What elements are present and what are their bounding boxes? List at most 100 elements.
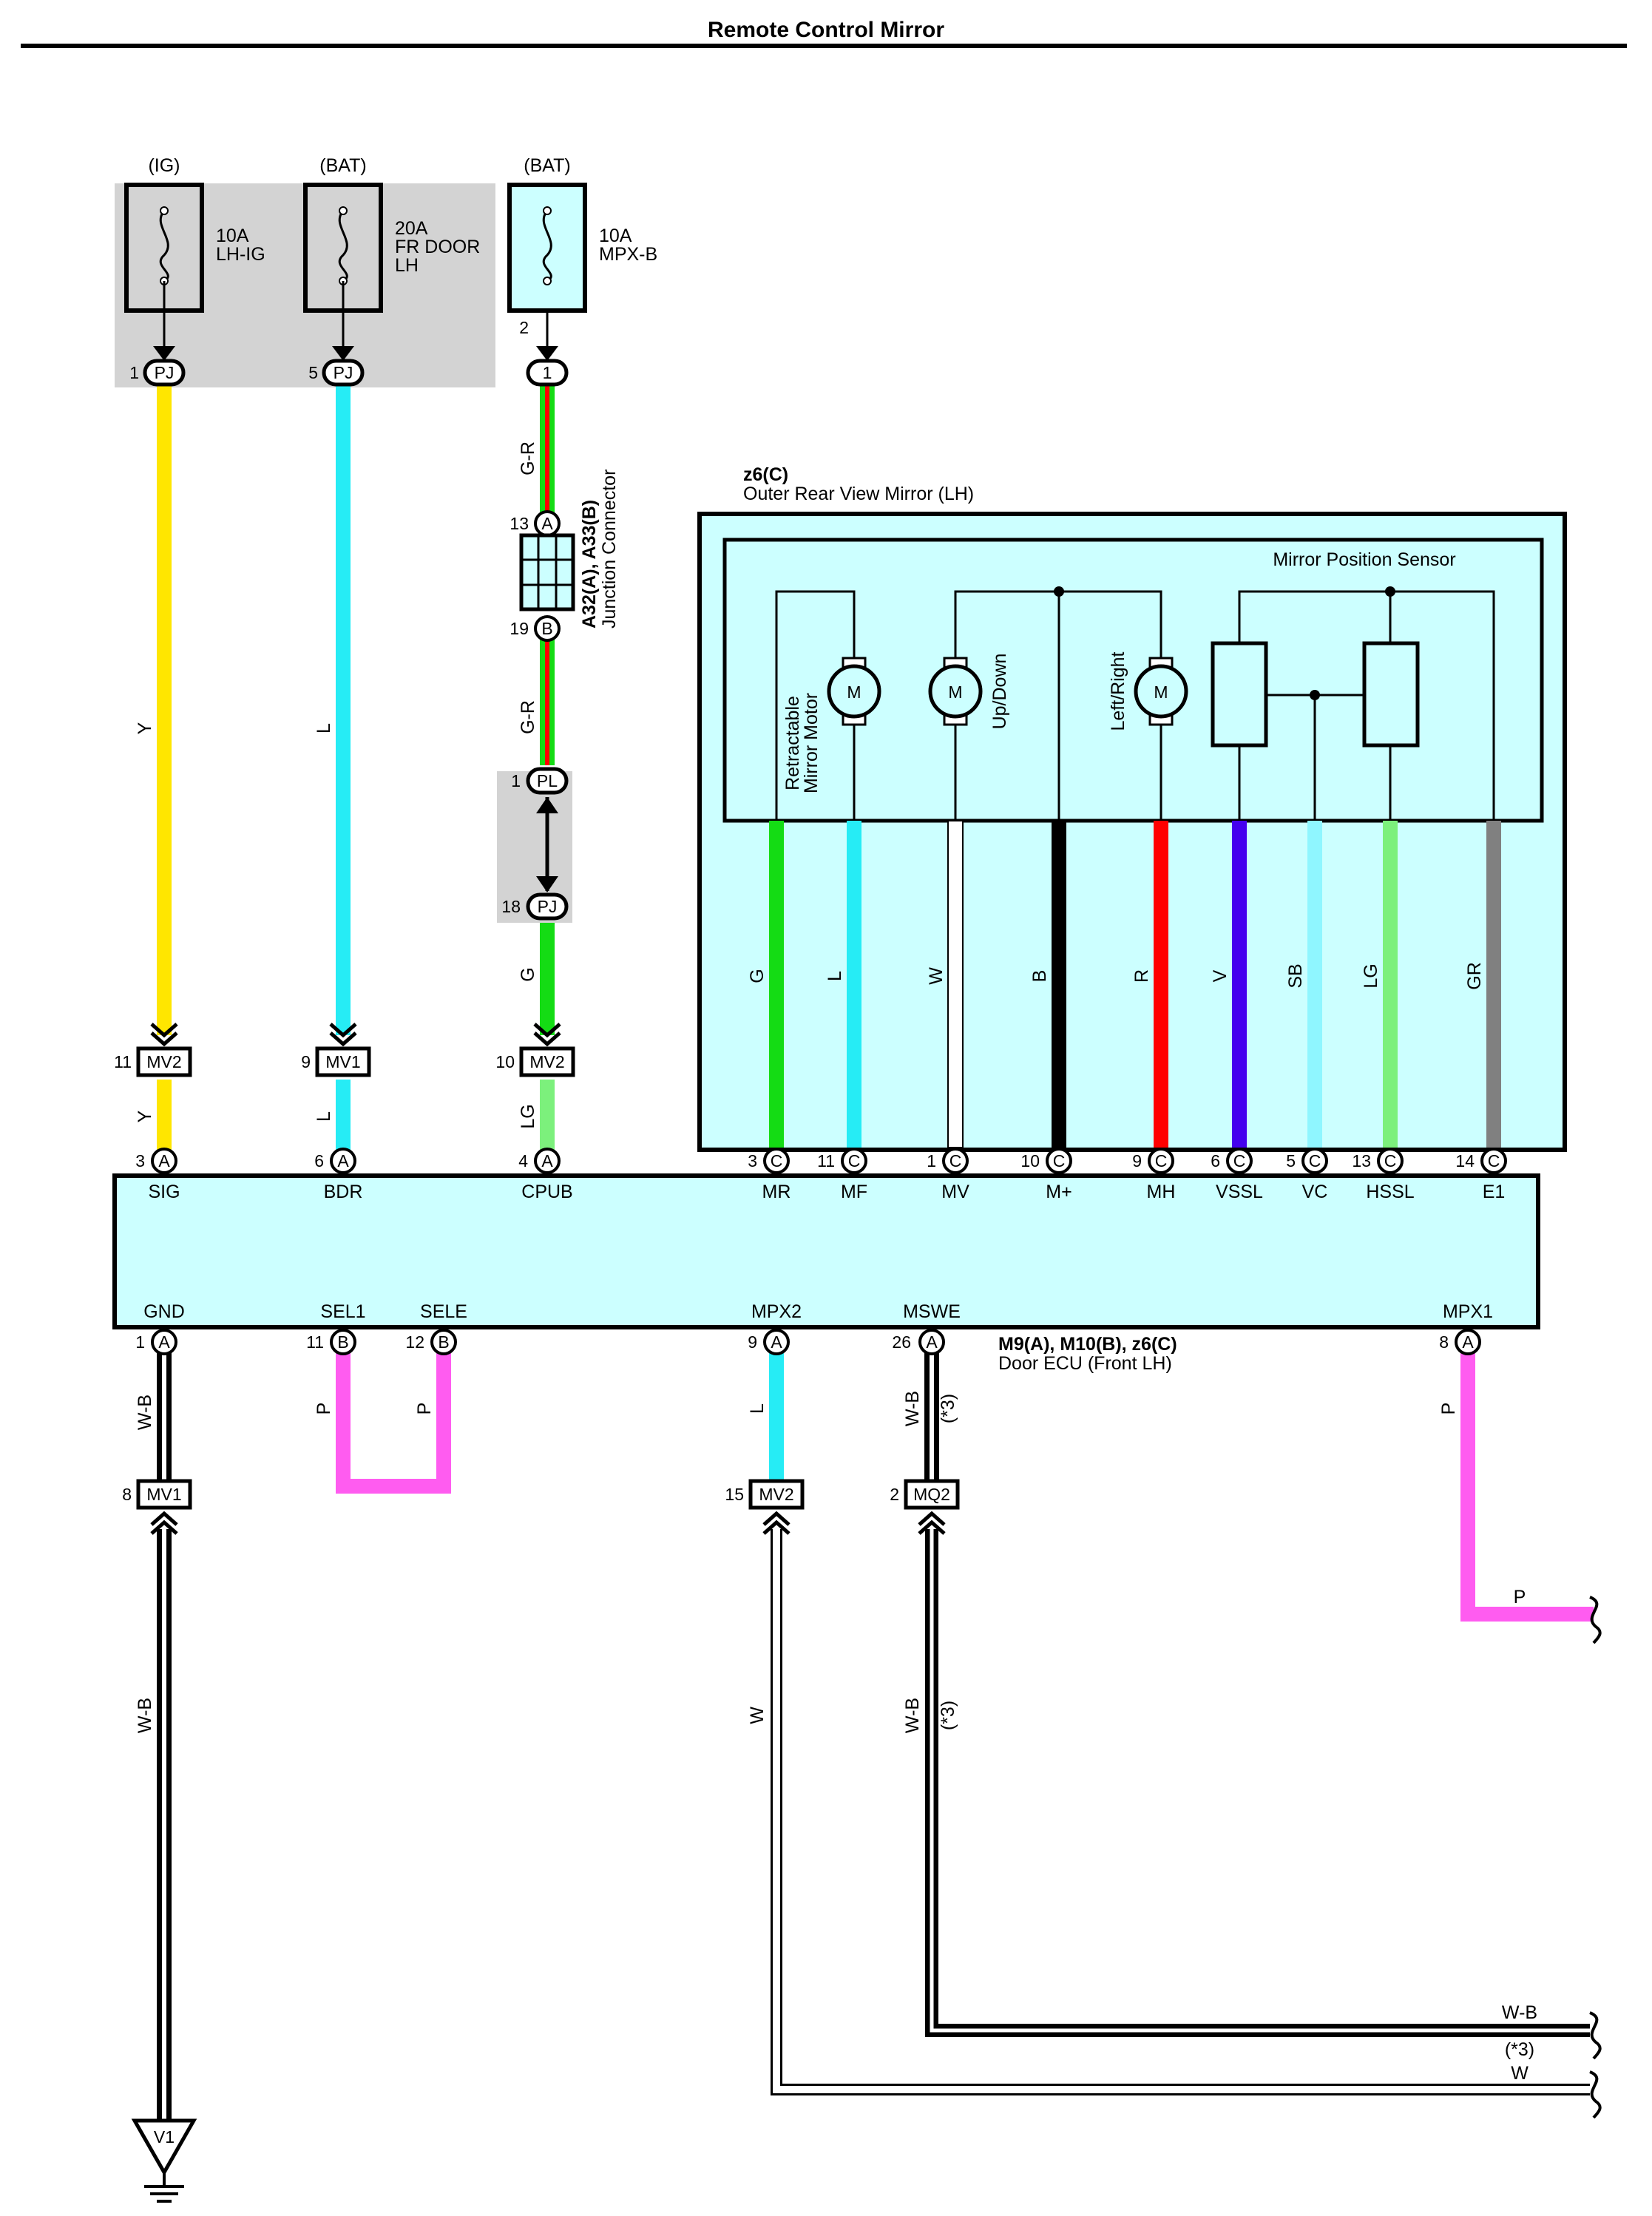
fuse-3-element-icon — [542, 210, 552, 282]
connector-pj-5: PJ 5 — [308, 359, 365, 387]
ecu-top-pin-sig: A 3 SIG — [135, 1148, 180, 1202]
ecu-bottom-pin-mswe: A 26 — [892, 1329, 945, 1355]
mirror-name: Outer Rear View Mirror (LH) — [743, 484, 974, 504]
connector-pl-name: PL — [537, 771, 558, 790]
wire-mswe-label: W-B — [902, 1391, 923, 1426]
ecu-bottom-pin-sel1-number: 11 — [306, 1332, 324, 1352]
up-down-motor-icon: M — [928, 657, 983, 726]
wire-mswe-wb-lower — [925, 1529, 1590, 2037]
ecu-bottom-pin-mswe-name: MSWE — [903, 1301, 961, 1322]
wire-y-label: Y — [135, 722, 155, 734]
ecu-top-pin-mv: C 1 MV — [927, 1148, 969, 1202]
inline-connector-mq2-2: MQ2 2 — [890, 1479, 960, 1535]
inline-connector-mv2-10: MV2 10 — [495, 1023, 575, 1077]
ecu-top-pin-vssl-name: VSSL — [1216, 1182, 1263, 1202]
ecu-top-pin-mplus: C 10 M+ — [1020, 1148, 1072, 1202]
page-title: Remote Control Mirror — [708, 18, 944, 42]
ecu-top-pin-vc-number: 5 — [1286, 1151, 1296, 1170]
ecu-top-pin-sig-name: SIG — [148, 1182, 180, 1202]
fuse-fr-door-lh: (BAT) 20A FR DOOR LH — [303, 155, 480, 348]
door-ecu-name: Door ECU (Front LH) — [998, 1353, 1172, 1374]
junction-title-2: Junction Connector — [599, 470, 620, 628]
connector-pl-pin: 1 — [511, 771, 521, 790]
left-right-motor-icon: M — [1134, 657, 1188, 726]
inline-connector-mv2-15: MV2 15 — [725, 1479, 805, 1535]
fuse-2-rating: 20A — [395, 218, 428, 239]
wire-mpx2-l — [769, 1353, 784, 1486]
ecu-bottom-pin-sel1-letter: B — [337, 1332, 348, 1352]
wire-gr-label-1: G-R — [518, 441, 538, 475]
wire-y-upper — [157, 384, 172, 1035]
ecu-bottom-pin-mpx1-number: 8 — [1439, 1332, 1449, 1352]
inline-connector-mv2-11: MV2 11 — [114, 1023, 192, 1077]
mirror-wire-g-label: G — [747, 969, 768, 983]
arrow-down-icon — [536, 346, 558, 361]
mirror-wire-w-label: W — [926, 967, 947, 985]
chevron-down-icon — [329, 1023, 357, 1047]
motor-label-retractable: Retractable — [782, 696, 803, 790]
ecu-top-pin-vssl: C 6 VSSL — [1211, 1148, 1263, 1202]
mirror-code: z6(C) — [743, 464, 788, 485]
left-right-motor-letter: M — [1154, 682, 1168, 702]
ecu-top-pin-mf: C 11 MF — [817, 1148, 867, 1202]
arrow-down-icon — [153, 346, 175, 361]
mirror-wire-b-label: B — [1029, 970, 1050, 983]
ecu-top-pin-mh-number: 9 — [1132, 1151, 1142, 1170]
ecu-top-pin-vc: C 5 VC — [1286, 1148, 1328, 1202]
wire-mswe-note: (*3) — [938, 1394, 958, 1423]
ecu-top-pin-cpub: A 4 CPUB — [518, 1148, 573, 1202]
fuse-1-dot-top — [160, 206, 169, 215]
fuse-2-name-2: LH — [395, 255, 419, 276]
ecu-top-pin-mplus-name: M+ — [1046, 1182, 1072, 1202]
ecu-bottom-pin-gnd-letter: A — [158, 1332, 170, 1352]
ecu-top-pin-mr-letter: C — [771, 1151, 783, 1170]
connector-fuse3: 1 — [526, 359, 569, 387]
fuse-3-rating: 10A — [599, 226, 632, 246]
connector-pj-5-pin: 5 — [308, 363, 318, 382]
mirror-outer-box — [697, 512, 1567, 1152]
fuse-2-name-1: FR DOOR — [395, 237, 480, 257]
ecu-top-pin-sig-letter: A — [158, 1151, 170, 1170]
wire-break-icon — [1589, 1596, 1602, 1644]
ecu-top-pin-sig-number: 3 — [135, 1151, 145, 1170]
mirror-wire-w — [947, 820, 964, 1148]
ecu-bottom-pin-mswe-letter: A — [926, 1332, 938, 1352]
junction-dot — [1385, 586, 1395, 597]
retractable-motor-letter: M — [847, 682, 861, 702]
ecu-top-pin-mf-letter: C — [848, 1151, 861, 1170]
wire-break-icon — [1589, 2011, 1602, 2060]
ecu-top-pin-vssl-letter: C — [1233, 1151, 1246, 1170]
ecu-top-pin-mf-number: 11 — [817, 1151, 835, 1170]
motor-label-left-right: Left/Right — [1108, 651, 1128, 731]
wire-mswe-long-note: (*3) — [938, 1701, 958, 1730]
fuse-3-dot-top — [543, 206, 552, 215]
junction-box — [519, 533, 575, 611]
fuse-2-element-icon — [338, 210, 348, 282]
mirror-sensor-label: Mirror Position Sensor — [1273, 549, 1455, 570]
ecu-top-pin-bdr: A 6 BDR — [314, 1148, 362, 1202]
ecu-top-pin-cpub-number: 4 — [518, 1151, 528, 1170]
ecu-bottom-pin-mpx2-name: MPX2 — [751, 1301, 802, 1322]
ground-v1-label: V1 — [154, 2127, 175, 2146]
ecu-bottom-pin-mpx2-number: 9 — [748, 1332, 757, 1352]
ecu-top-pin-vc-letter: C — [1309, 1151, 1321, 1170]
fuse-3-supply: (BAT) — [524, 155, 570, 176]
chevron-up-icon — [918, 1511, 946, 1535]
junction-pin-b — [534, 615, 561, 642]
inline-connector-mv1-8-name: MV1 — [146, 1485, 181, 1504]
inline-connector-mq2-2-pin: 2 — [890, 1485, 899, 1504]
door-ecu-box — [112, 1173, 1540, 1329]
wire-mpx2-long-label: W — [747, 1707, 768, 1724]
wire-gnd-long-label: W-B — [135, 1698, 155, 1733]
inline-connector-mv1-8-pin: 8 — [122, 1485, 132, 1504]
ecu-top-pin-hssl-letter: C — [1384, 1151, 1397, 1170]
fuse-lh-ig: (IG) 10A LH-IG — [124, 155, 265, 348]
ecu-bottom-pin-sele-name: SELE — [420, 1301, 467, 1322]
mirror-wire-r-label: R — [1131, 969, 1152, 983]
mirror-wire-gr — [1486, 821, 1501, 1148]
mirror-wire-sb-label: SB — [1285, 963, 1306, 988]
wire-g-label: G — [518, 967, 538, 981]
wire-gnd-label: W-B — [135, 1395, 155, 1430]
chevron-down-icon — [150, 1023, 178, 1047]
